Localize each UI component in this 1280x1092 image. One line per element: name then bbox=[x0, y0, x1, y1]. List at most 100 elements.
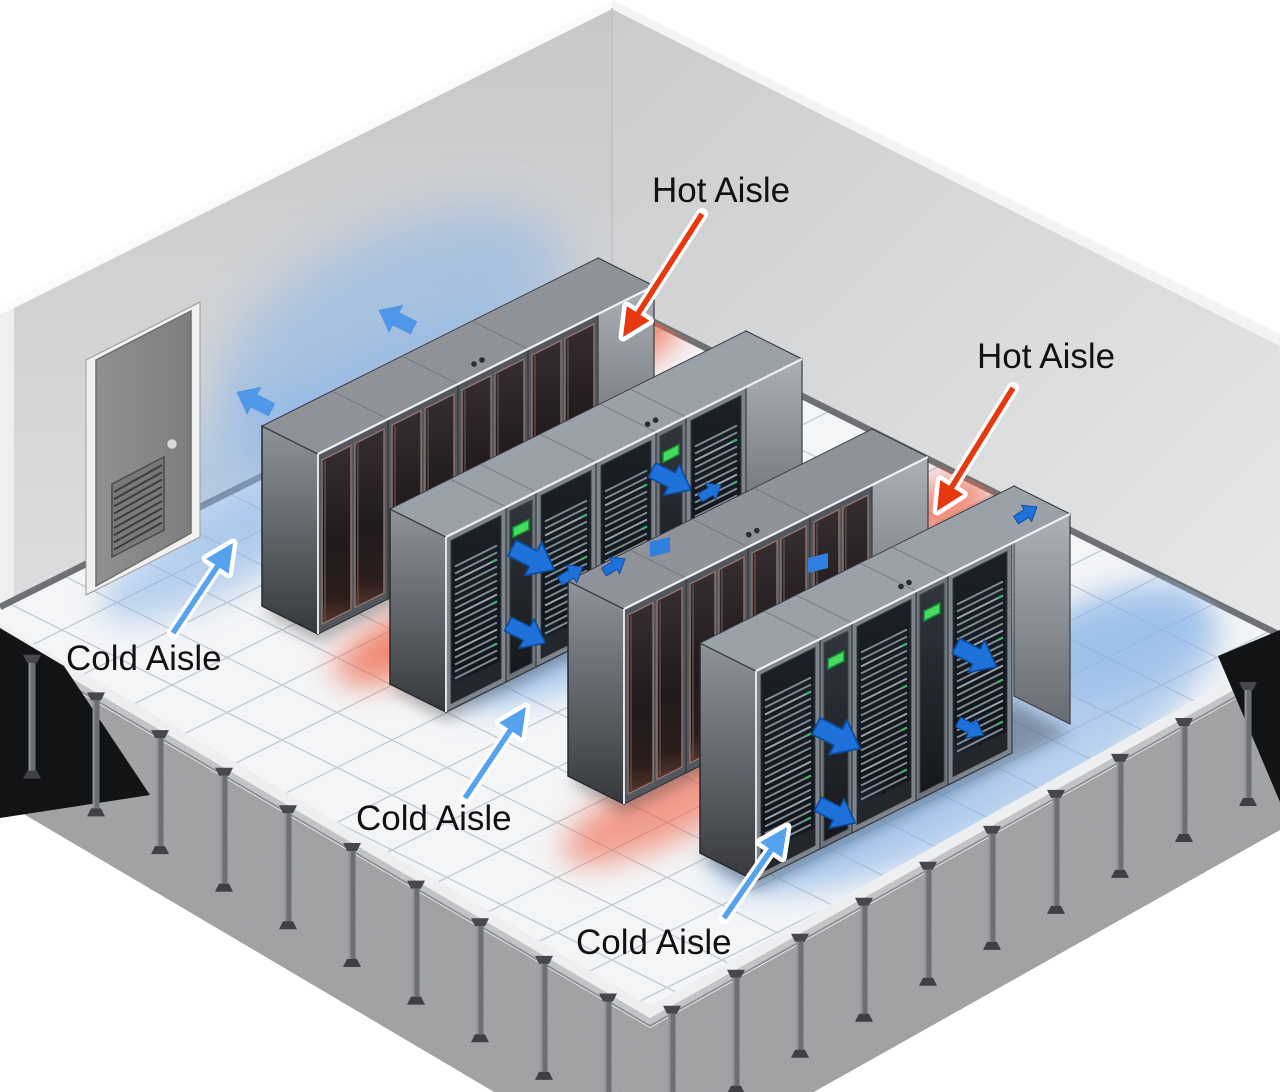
server-slot-bar bbox=[454, 621, 498, 645]
rack-top-edge-highlight bbox=[445, 358, 803, 538]
server-slot-bar bbox=[764, 725, 812, 751]
server-slot-bar bbox=[544, 499, 588, 523]
louver-line bbox=[113, 478, 163, 508]
server-slot-bar bbox=[956, 685, 1004, 711]
server-slot-bar bbox=[764, 774, 812, 800]
pedestal-cap bbox=[535, 955, 553, 964]
server-slot-bar bbox=[694, 445, 738, 469]
pedestal bbox=[407, 880, 425, 1005]
rack-top-dot bbox=[644, 421, 651, 428]
pedestal-shaft-highlight bbox=[412, 888, 415, 997]
server-slot-bar bbox=[604, 504, 648, 528]
server-slot-bar bbox=[604, 497, 648, 521]
server-slot-bar bbox=[604, 476, 648, 500]
pedestal-foot bbox=[1047, 905, 1065, 914]
status-led bbox=[662, 443, 680, 464]
server-slot-bar bbox=[694, 424, 738, 448]
pedestal-shaft-highlight bbox=[348, 850, 351, 959]
pedestal-cap bbox=[791, 933, 809, 942]
door bbox=[85, 301, 201, 596]
pedestal-foot bbox=[983, 941, 1001, 950]
server-slot-bar bbox=[956, 601, 1004, 627]
server-slot-bar bbox=[860, 649, 908, 675]
left-wall-top-strip bbox=[0, 0, 612, 315]
pedestal-foot bbox=[279, 921, 297, 930]
pedestal-shaft bbox=[1052, 797, 1060, 906]
server-slot-bar bbox=[604, 469, 648, 493]
pedestal-cap bbox=[215, 767, 233, 776]
cold-aisle-arrow-3 bbox=[718, 822, 792, 924]
pedestal-shaft bbox=[1244, 689, 1252, 798]
subfloor bbox=[0, 624, 1280, 1092]
rack-top-seam bbox=[859, 562, 917, 592]
pedestal-shaft bbox=[28, 662, 36, 771]
server-slot-bar bbox=[694, 466, 738, 490]
hot-aisle-label-1: Hot Aisle bbox=[652, 171, 790, 210]
pedestal-shaft bbox=[1116, 761, 1124, 870]
server-slot-bar bbox=[544, 520, 588, 544]
cold-intake-arrow bbox=[647, 462, 692, 497]
pedestal bbox=[151, 730, 169, 855]
rack-row-end-panel bbox=[389, 507, 447, 714]
pedestal-shaft-highlight bbox=[668, 1013, 671, 1092]
server-slot-bar bbox=[956, 608, 1004, 634]
pedestal-cap bbox=[727, 969, 745, 978]
pedestal-foot bbox=[727, 1085, 745, 1092]
louver-line bbox=[113, 485, 163, 515]
pedestal-foot bbox=[87, 808, 105, 817]
server-led-dash bbox=[641, 483, 648, 488]
rack-unit-server bbox=[851, 590, 917, 834]
status-led bbox=[923, 601, 941, 623]
rack-top-seam bbox=[753, 487, 811, 517]
louver-line bbox=[113, 507, 163, 537]
server-slot-bar bbox=[860, 733, 908, 759]
airflow-diamond bbox=[808, 553, 828, 573]
concrete-speckle-texture bbox=[0, 646, 1280, 1092]
rack-top-seam bbox=[331, 390, 389, 420]
louver-line bbox=[113, 514, 163, 544]
arrow-shaft bbox=[721, 846, 775, 920]
pedestal-shaft bbox=[668, 1013, 676, 1092]
arrow-head bbox=[760, 827, 787, 858]
server-led-dash bbox=[581, 513, 588, 518]
rear-door-panel bbox=[354, 427, 385, 609]
server-led-dash bbox=[997, 636, 1004, 641]
pedestal-cap bbox=[151, 730, 169, 739]
rack-top-seam bbox=[401, 355, 459, 385]
pedestal-shaft-highlight bbox=[284, 813, 287, 922]
cold-mist-arrow bbox=[378, 304, 418, 335]
right-wall-top-strip bbox=[612, 0, 1280, 346]
server-slot-bar bbox=[764, 704, 812, 730]
server-slot-bar bbox=[860, 698, 908, 724]
door-knob bbox=[165, 437, 179, 451]
pedestal-cap bbox=[407, 880, 425, 889]
rack-top-dot bbox=[754, 527, 760, 534]
server-slot-bar bbox=[604, 511, 648, 535]
pedestal-foot bbox=[151, 846, 169, 855]
pedestal-foot bbox=[1175, 834, 1193, 842]
server-slot-bar bbox=[694, 438, 738, 462]
server-slot-bar bbox=[956, 594, 1004, 620]
rack-row-end-panel bbox=[261, 424, 319, 636]
pedestal-shaft-highlight bbox=[1116, 761, 1119, 870]
server-slot-bar bbox=[694, 494, 738, 518]
pedestal-shaft-highlight bbox=[860, 905, 863, 1014]
arrow-shaft bbox=[948, 386, 1016, 491]
louver-line bbox=[113, 492, 163, 522]
server-slot-bar bbox=[454, 544, 498, 568]
pedestal-shaft-highlight bbox=[1244, 689, 1247, 798]
server-slot-bar bbox=[454, 614, 498, 638]
pedestal-cap bbox=[23, 654, 41, 663]
server-slot-bar bbox=[860, 768, 908, 794]
rack-top-dot bbox=[746, 531, 752, 538]
cold-intake-arrow bbox=[503, 616, 547, 649]
rack-top-seam bbox=[449, 478, 507, 508]
pedestal bbox=[471, 918, 489, 1043]
pedestal bbox=[727, 969, 745, 1092]
server-led-dash bbox=[901, 684, 908, 689]
led-panel-face bbox=[919, 582, 945, 794]
pedestal-shaft bbox=[732, 977, 740, 1086]
pedestal bbox=[919, 861, 937, 986]
aisle-labels: Hot Aisle Hot Aisle Cold Aisle Cold Aisl… bbox=[66, 171, 1115, 962]
pedestal-foot bbox=[919, 977, 937, 986]
